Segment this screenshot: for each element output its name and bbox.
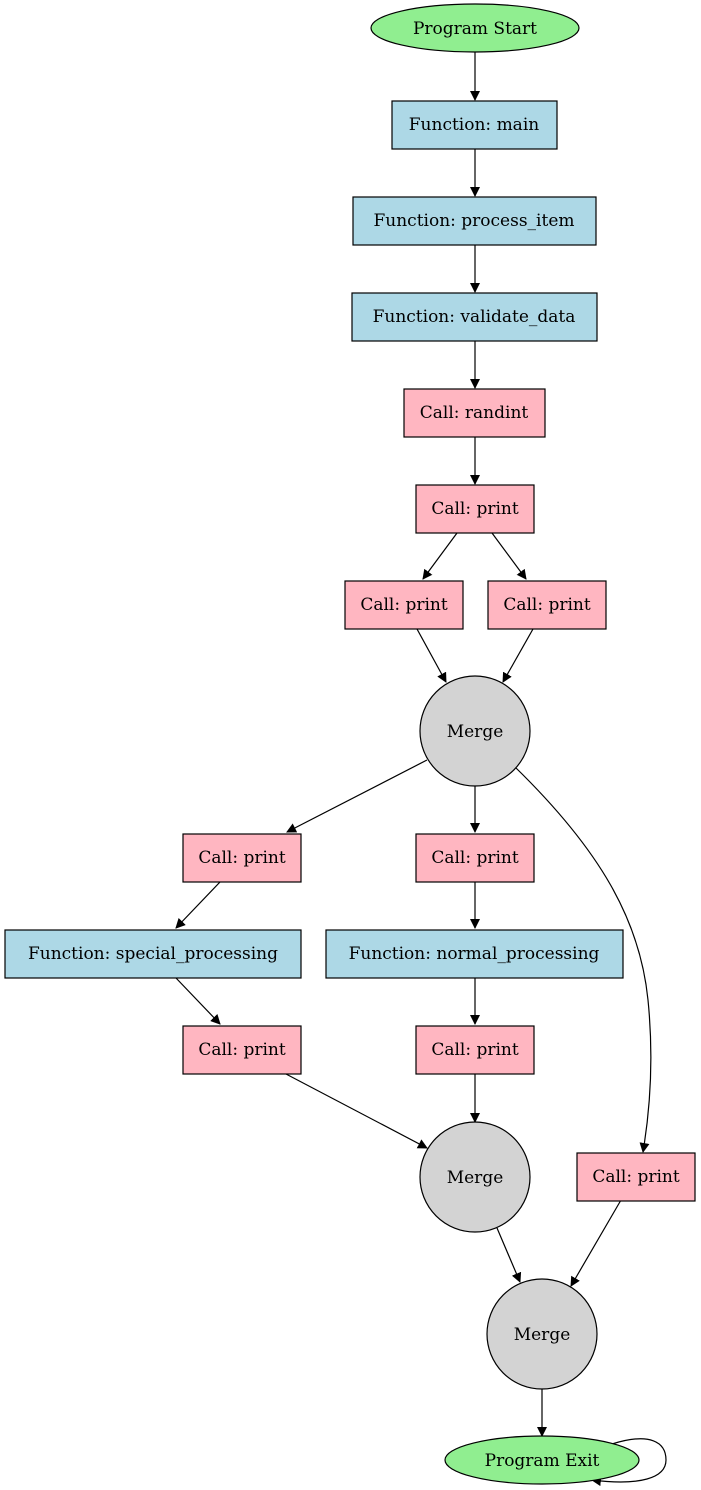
edge-print-print-left <box>422 532 458 580</box>
edge-print-print-right <box>491 532 527 580</box>
node-merge-1-label: Merge <box>447 722 504 742</box>
edge-exit-self-loop <box>591 1438 667 1487</box>
node-function-main-label: Function: main <box>409 115 539 135</box>
node-call-print-1-label: Call: print <box>431 499 519 519</box>
node-function-special-processing[interactable]: Function: special_processing <box>4 929 302 979</box>
node-call-print-6[interactable]: Call: print <box>182 1025 302 1075</box>
edge-print-right-merge <box>502 628 534 683</box>
node-call-print-3[interactable]: Call: print <box>487 580 607 630</box>
node-call-print-6-label: Call: print <box>198 1040 286 1060</box>
edge-merge-2-merge-3 <box>496 1227 522 1283</box>
node-merge-2-label: Merge <box>447 1168 504 1188</box>
node-call-print-7[interactable]: Call: print <box>415 1025 535 1075</box>
edge-print-merge-3 <box>570 1199 622 1287</box>
node-program-start-label: Program Start <box>413 19 537 39</box>
node-call-print-4-label: Call: print <box>198 848 286 868</box>
node-call-print-2-label: Call: print <box>360 595 448 615</box>
node-call-print-4[interactable]: Call: print <box>182 833 302 883</box>
node-call-print-5[interactable]: Call: print <box>415 833 535 883</box>
node-program-exit-label: Program Exit <box>485 1451 600 1471</box>
node-call-print-8[interactable]: Call: print <box>576 1152 696 1202</box>
nodes: Program Start Function: main Function: p… <box>4 3 696 1485</box>
edge-merge-print-left <box>286 759 428 833</box>
node-call-print-1[interactable]: Call: print <box>415 484 535 534</box>
node-function-special-processing-label: Function: special_processing <box>28 944 278 964</box>
node-program-start[interactable]: Program Start <box>370 3 580 53</box>
node-function-process-item[interactable]: Function: process_item <box>352 196 597 246</box>
node-merge-2[interactable]: Merge <box>419 1121 531 1233</box>
edge-print-merge-2-left <box>285 1073 428 1149</box>
node-merge-3-label: Merge <box>514 1325 571 1345</box>
node-call-randint-label: Call: randint <box>420 403 529 423</box>
edge-print-special-processing <box>175 881 221 929</box>
edge-print-left-merge <box>416 628 447 683</box>
node-call-print-7-label: Call: print <box>431 1040 519 1060</box>
edge-merge-print-right <box>514 766 652 1153</box>
node-merge-3[interactable]: Merge <box>486 1278 598 1390</box>
node-call-print-3-label: Call: print <box>503 595 591 615</box>
edges <box>175 52 667 1487</box>
node-function-process-item-label: Function: process_item <box>373 211 574 231</box>
edge-special-processing-print <box>175 977 221 1025</box>
node-call-print-5-label: Call: print <box>431 848 519 868</box>
node-call-print-2[interactable]: Call: print <box>344 580 464 630</box>
node-function-main[interactable]: Function: main <box>391 100 558 150</box>
node-call-print-8-label: Call: print <box>592 1167 680 1187</box>
node-merge-1[interactable]: Merge <box>419 675 531 787</box>
node-call-randint[interactable]: Call: randint <box>403 388 546 438</box>
node-function-normal-processing-label: Function: normal_processing <box>349 944 600 964</box>
node-function-validate-data[interactable]: Function: validate_data <box>351 292 598 342</box>
node-function-validate-data-label: Function: validate_data <box>373 307 576 327</box>
node-function-normal-processing[interactable]: Function: normal_processing <box>325 929 624 979</box>
node-program-exit[interactable]: Program Exit <box>444 1435 640 1485</box>
